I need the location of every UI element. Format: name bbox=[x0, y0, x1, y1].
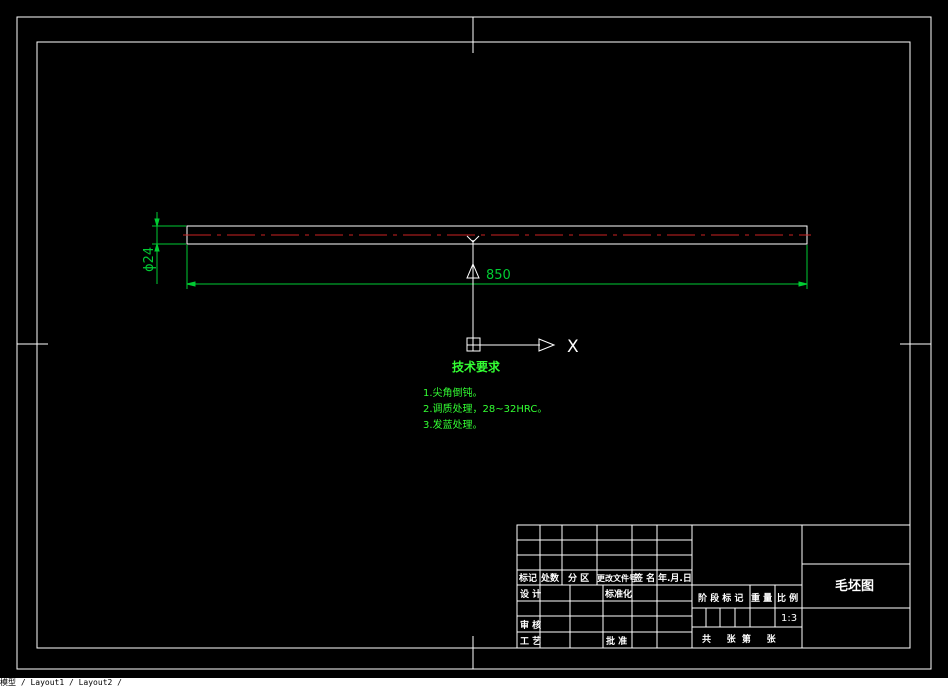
diameter-dimension[interactable] bbox=[152, 212, 186, 284]
scale-value: 1:3 bbox=[781, 613, 797, 624]
diameter-label: ϕ24 bbox=[142, 247, 157, 272]
label-zone: 分 区 bbox=[568, 572, 589, 584]
notes-heading: 技术要求 bbox=[452, 359, 501, 374]
label-mark: 标记 bbox=[518, 572, 537, 584]
label-change-doc: 更改文件号 bbox=[597, 573, 637, 583]
length-dimension[interactable] bbox=[186, 245, 808, 289]
label-sheets: 共 张 第 张 bbox=[702, 633, 777, 645]
label-weight: 重 量 bbox=[751, 592, 772, 604]
ucs-icon bbox=[466, 235, 556, 352]
length-label: 850 bbox=[486, 268, 511, 283]
label-design: 设 计 bbox=[520, 588, 541, 600]
label-process: 工 艺 bbox=[520, 635, 541, 647]
note-item-1: 1.尖角倒钝。 bbox=[423, 386, 483, 399]
title-block-labels: 标记 处数 分 区 更改文件号 签 名 年.月.日 设 计 标准化 审 核 工 … bbox=[518, 572, 798, 647]
label-signature: 签 名 bbox=[633, 572, 655, 584]
note-item-3: 3.发蓝处理。 bbox=[423, 418, 483, 431]
label-approve: 批 准 bbox=[606, 635, 627, 647]
drawing-name: 毛坯图 bbox=[835, 578, 874, 594]
sheet-border bbox=[16, 16, 932, 670]
label-standardize: 标准化 bbox=[604, 588, 632, 600]
label-review: 审 核 bbox=[520, 619, 541, 631]
label-stage-mark: 阶 段 标 记 bbox=[698, 592, 743, 604]
layout-tabs-bar[interactable]: 模型 / Layout1 / Layout2 / bbox=[0, 678, 948, 687]
note-item-2: 2.调质处理，28~32HRC。 bbox=[423, 403, 547, 415]
label-count: 处数 bbox=[540, 572, 560, 584]
label-ratio: 比 例 bbox=[777, 592, 798, 604]
title-block[interactable] bbox=[516, 524, 911, 649]
label-date: 年.月.日 bbox=[658, 572, 692, 584]
ucs-x-label: X bbox=[567, 337, 579, 357]
technical-notes[interactable]: 技术要求 1.尖角倒钝。 2.调质处理，28~32HRC。 3.发蓝处理。 bbox=[423, 359, 547, 431]
